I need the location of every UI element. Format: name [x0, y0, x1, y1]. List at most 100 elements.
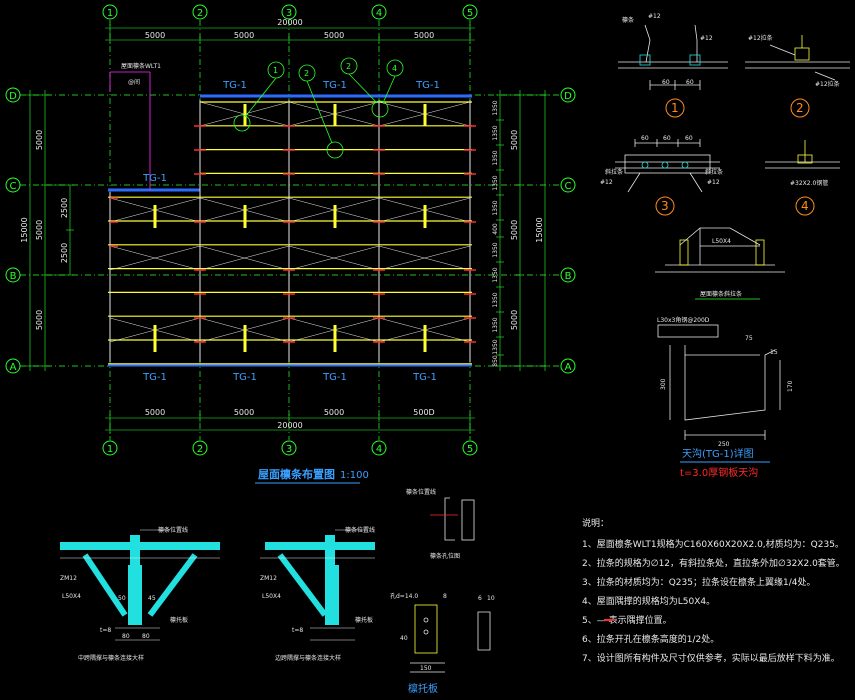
axis-A-right: A: [565, 362, 572, 373]
sag-rod-block: [333, 325, 337, 352]
detail-4-label: #32X2.0钢管: [790, 179, 828, 187]
sag-rod-block: [423, 205, 427, 228]
plate-dim-40: 40: [400, 635, 408, 642]
detail-3-label-a: 斜拉条: [605, 168, 623, 176]
detail-1-label-b: #12: [648, 13, 661, 20]
plate-dim-6: 6: [478, 595, 482, 602]
bottom-span-3: 5000: [324, 408, 344, 417]
detail-3: [615, 139, 720, 193]
right-dim-12: 850: [492, 355, 499, 367]
detail-3-mark: 3: [661, 199, 669, 213]
axis-2-top: 2: [197, 8, 203, 19]
sag-rod-block: [153, 205, 157, 228]
detail-a-label-2: ZM12: [60, 575, 77, 582]
axis-B-right: B: [565, 271, 572, 282]
detail-1-mark: 1: [671, 101, 679, 115]
detail-a-dim-1: 80: [122, 633, 130, 640]
plan-scale: 1:100: [340, 470, 369, 481]
gutter-subtitle: t=3.0厚钢板天沟: [680, 466, 758, 479]
right-mid-dim-3: 5000: [510, 310, 519, 330]
detail-b-title: 边跨隅撑与檩条连接大样: [275, 654, 341, 662]
bottom-span-2: 5000: [234, 408, 254, 417]
note-7: 7、设计图所有构件及尺寸仅供参考，实际以最后放样下料为准。: [582, 652, 840, 664]
axis-4-top: 4: [376, 8, 382, 19]
detail-a-label-4: 檩托板: [170, 616, 188, 624]
gutter-bottom-1: TG-1: [142, 372, 167, 383]
left-total-dim: 15000: [20, 217, 29, 242]
detail-3-dim-b: 60: [663, 135, 671, 142]
gutter-dim-170: 170: [787, 380, 794, 392]
detail-3-dim-a: 60: [641, 135, 649, 142]
right-dim-ticks: [496, 119, 504, 356]
detail-2-mark: 2: [796, 101, 804, 115]
top-span-2: 5000: [234, 31, 254, 40]
detail-b-label-4: 檩托板: [355, 616, 373, 624]
right-dim-8: 1350: [492, 267, 499, 282]
note-6: 6、拉条开孔在檩条高度的1/2处。: [582, 633, 719, 645]
detail-a-dim-4: 45: [148, 595, 156, 602]
detail-b-label-2: ZM12: [260, 575, 277, 582]
row-axis-bubbles: [5, 87, 576, 374]
plate-title: 檩托板: [408, 682, 438, 695]
row-axis-lines: [20, 94, 560, 367]
purlin-hole-title: 檩条孔位图: [430, 552, 460, 560]
axis-1-bottom: 1: [107, 444, 113, 455]
top-span-4: 5000: [414, 31, 434, 40]
detail-4: [765, 140, 840, 169]
purlin-support-plate: [410, 604, 491, 673]
callout-2: 2: [304, 69, 309, 78]
sag-rod-block: [423, 325, 427, 352]
callout-4: 4: [392, 64, 397, 73]
detail-4-mark: 4: [801, 199, 809, 213]
gutter-top-1: TG-1: [222, 80, 247, 91]
gutter-dim-250: 250: [718, 441, 730, 448]
axis-B-left: B: [10, 271, 17, 282]
plate-thk: 8: [443, 593, 447, 600]
gutter-top-2: TG-1: [322, 80, 347, 91]
gutter-title: 天沟(TG-1)详图: [682, 447, 754, 460]
right-dim-10: 1350: [492, 317, 499, 332]
plate-dim-10: 10: [487, 595, 495, 602]
purlin-note: 屋面檩条WLT1: [121, 62, 161, 70]
gutter-bottom-2: TG-1: [232, 372, 257, 383]
bottom-dimension-lines: [105, 414, 475, 434]
right-dim-2: 1350: [492, 125, 499, 140]
axis-D-left: D: [9, 91, 17, 102]
bottom-span-1: 5000: [145, 408, 165, 417]
knee-brace-detail-mid: [60, 529, 220, 641]
gutter-left: TG-1: [142, 173, 167, 184]
purlin-hole-label: 檩条位置线: [406, 488, 436, 496]
plate-width: 150: [420, 665, 432, 672]
sag-rod-block: [423, 104, 427, 126]
gutter-dim-75: 75: [745, 335, 753, 342]
gutter-bottom-4: TG-1: [412, 372, 437, 383]
right-dim-9: 1350: [492, 292, 499, 307]
purlin-hole-detail: [430, 497, 475, 541]
right-mid-dim-2: 5000: [510, 220, 519, 240]
tie-rod: [378, 245, 471, 271]
left-dimension-lines: [26, 90, 74, 371]
note-4: 4、屋面隅撑的规格均为L50X4。: [582, 595, 715, 607]
purlin-note-sub: @间: [128, 78, 140, 86]
gutter-dim-300: 300: [660, 378, 667, 390]
detail-1-dim-b: 60: [686, 79, 694, 86]
right-total-dim: 15000: [535, 217, 544, 242]
sag-rod-block: [333, 104, 337, 126]
detail-a-dim-2: 80: [142, 633, 150, 640]
axis-C-left: C: [10, 181, 17, 192]
right-dim-4: 1350: [492, 175, 499, 190]
axis-5-bottom: 5: [467, 444, 473, 455]
gutter-bottom-3: TG-1: [322, 372, 347, 383]
axis-C-right: C: [565, 181, 572, 192]
sag-rod-block: [243, 325, 247, 352]
axis-1-top: 1: [107, 8, 113, 19]
right-dim-11: 1350: [492, 339, 499, 354]
sag-rod-block: [153, 325, 157, 352]
gutter-detail: [657, 324, 781, 440]
detail-a-label-1: 檩条位置线: [158, 526, 188, 534]
right-dim-3: 1350: [492, 150, 499, 165]
plan-title: 屋面檩条布置图: [258, 467, 335, 481]
gutter-top-3: TG-1: [415, 80, 440, 91]
tie-rod: [199, 245, 290, 271]
